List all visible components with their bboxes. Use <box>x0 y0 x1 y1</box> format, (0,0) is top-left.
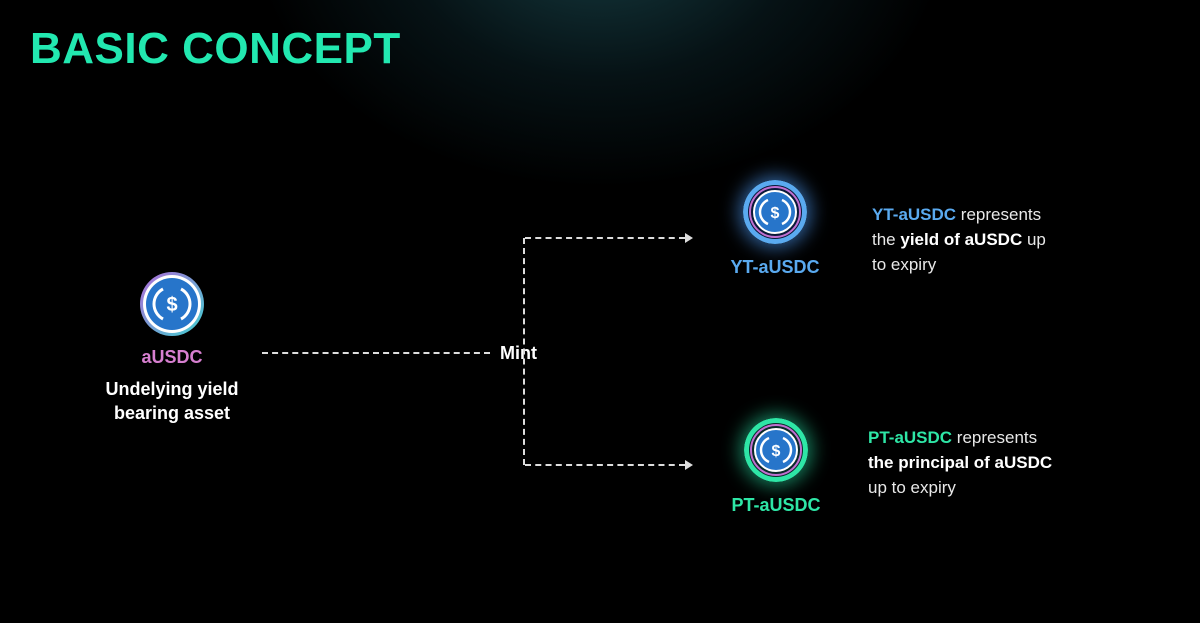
pt-coin-icon: $ <box>744 418 808 482</box>
svg-text:$: $ <box>771 205 780 222</box>
yt-desc-text: represents <box>956 205 1042 224</box>
yt-desc-text: to expiry <box>872 255 937 274</box>
pt-description: PT-aUSDC represents the principal of aUS… <box>868 425 1052 500</box>
pt-token-label: PT-aUSDC <box>731 495 821 515</box>
arrow-pt-icon <box>685 460 693 470</box>
connector-yt <box>525 237 685 239</box>
page-title: BASIC CONCEPT <box>30 24 401 73</box>
yt-desc-emphasis: yield of aUSDC <box>900 230 1023 249</box>
connector-vertical <box>523 238 525 465</box>
pt-desc-token: PT-aUSDC <box>868 428 953 447</box>
pt-desc-text: represents <box>952 428 1038 447</box>
connector-pt <box>525 464 685 466</box>
source-token-label: aUSDC <box>141 347 203 367</box>
yt-description: YT-aUSDC represents the yield of aUSDC u… <box>872 202 1046 277</box>
arrow-yt-icon <box>685 233 693 243</box>
yt-coin-icon: $ <box>743 180 807 244</box>
yt-token-label: YT-aUSDC <box>730 257 820 277</box>
source-desc-line1: Undelying yield <box>105 379 239 399</box>
mint-label: Mint <box>500 343 537 363</box>
yt-desc-text: the <box>872 230 901 249</box>
source-desc-line2: bearing asset <box>113 403 231 423</box>
pt-desc-emphasis: the principal of aUSDC <box>868 453 1053 472</box>
svg-text:$: $ <box>772 443 781 460</box>
ausdc-coin-icon: $ <box>140 272 204 336</box>
connector-source-mint <box>262 352 490 354</box>
yt-desc-token: YT-aUSDC <box>872 205 957 224</box>
pt-desc-text: up to expiry <box>868 478 956 497</box>
yt-desc-text: up <box>1022 230 1046 249</box>
svg-text:$: $ <box>166 294 177 316</box>
